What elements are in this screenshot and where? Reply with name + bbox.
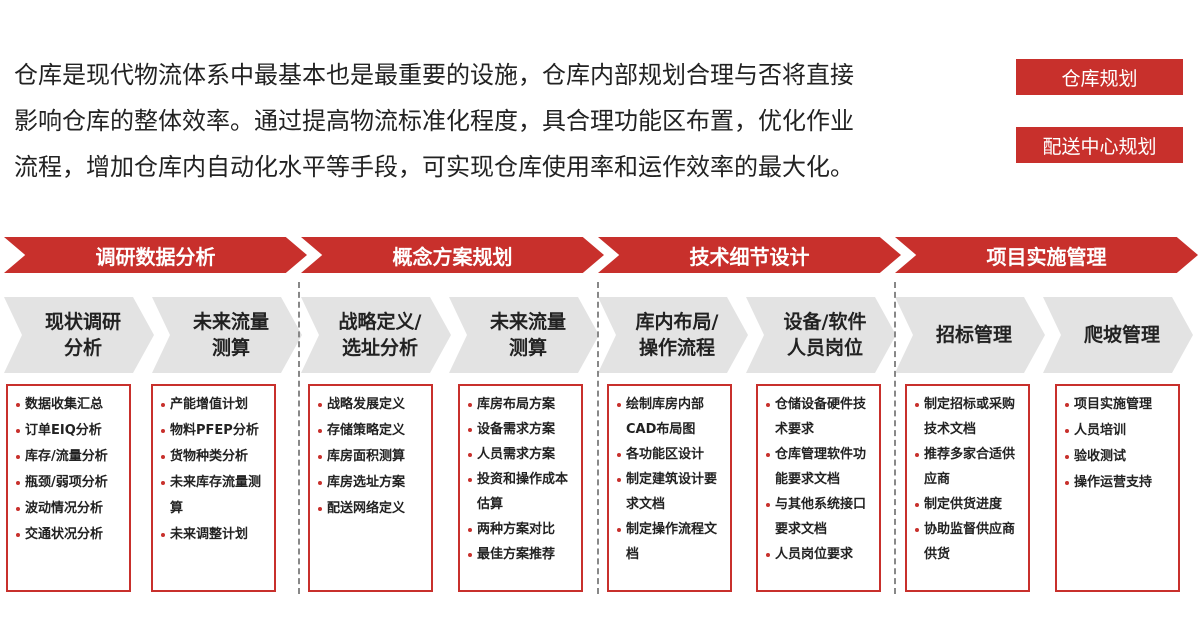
task-item: 战略发展定义 [318, 392, 425, 418]
task-item: 制定操作流程文档 [617, 517, 724, 567]
task-box-layout-process: 绘制库房内部CAD布局图 各功能区设计 制定建筑设计要求文档 制定操作流程文档 [607, 384, 732, 592]
step-tender: 招标管理 [895, 297, 1045, 373]
task-item: 制定建筑设计要求文档 [617, 467, 724, 517]
task-item: 物料PFEP分析 [161, 418, 268, 444]
phase-divider [597, 282, 599, 594]
task-item: 存储策略定义 [318, 418, 425, 444]
task-item: 与其他系统接口要求文档 [766, 492, 873, 542]
task-item: 交通状况分析 [16, 522, 123, 548]
task-item: 波动情况分析 [16, 496, 123, 522]
step-strategy-site: 战略定义/ 选址分析 [301, 297, 451, 373]
task-box-equipment-staff: 仓储设备硬件技术要求 仓库管理软件功能要求文档 与其他系统接口要求文档 人员岗位… [756, 384, 881, 592]
step-equipment-staff: 设备/软件 人员岗位 [746, 297, 896, 373]
phase-implementation: 项目实施管理 [895, 237, 1198, 273]
task-item: 货物种类分析 [161, 444, 268, 470]
task-item: 各功能区设计 [617, 442, 724, 467]
task-item: 订单EIQ分析 [16, 418, 123, 444]
task-item: 仓储设备硬件技术要求 [766, 392, 873, 442]
phase-divider [298, 282, 300, 594]
intro-line: 流程，增加仓库内自动化水平等手段，可实现仓库使用率和运作效率的最大化。 [14, 153, 854, 181]
step-ramp-up: 爬坡管理 [1043, 297, 1193, 373]
step-future-flow-2: 未来流量 测算 [449, 297, 599, 373]
task-item: 两种方案对比 [468, 517, 575, 542]
tag-distribution-center-planning: 配送中心规划 [1016, 127, 1183, 163]
intro-paragraph: 仓库是现代物流体系中最基本也是最重要的设施，仓库内部规划合理与否将直接 影响仓库… [14, 52, 994, 190]
phase-concept-planning: 概念方案规划 [301, 237, 604, 273]
task-item: 验收测试 [1065, 444, 1172, 470]
task-item: 配送网络定义 [318, 496, 425, 522]
phase-technical-design: 技术细节设计 [598, 237, 901, 273]
task-box-future-flow: 产能增值计划 物料PFEP分析 货物种类分析 未来库存流量测算 未来调整计划 [151, 384, 276, 592]
task-item: 人员培训 [1065, 418, 1172, 444]
task-item: 仓库管理软件功能要求文档 [766, 442, 873, 492]
step-label: 设备/软件 人员岗位 [783, 311, 867, 359]
task-item: 推荐多家合适供应商 [915, 442, 1022, 492]
task-item: 制定招标或采购技术文档 [915, 392, 1022, 442]
tag-warehouse-planning: 仓库规划 [1016, 59, 1183, 95]
task-item: 库房面积测算 [318, 444, 425, 470]
step-label: 库内布局/ 操作流程 [635, 311, 719, 359]
task-item: 库房选址方案 [318, 470, 425, 496]
step-label: 爬坡管理 [1083, 324, 1160, 346]
intro-line: 仓库是现代物流体系中最基本也是最重要的设施，仓库内部规划合理与否将直接 [14, 61, 854, 89]
task-item: 最佳方案推荐 [468, 542, 575, 567]
task-box-future-flow-2: 库房布局方案 设备需求方案 人员需求方案 投资和操作成本估算 两种方案对比 最佳… [458, 384, 583, 592]
step-layout-process: 库内布局/ 操作流程 [598, 297, 748, 373]
task-item: 库存/流量分析 [16, 444, 123, 470]
step-future-flow: 未来流量 测算 [152, 297, 302, 373]
task-item: 投资和操作成本估算 [468, 467, 575, 517]
step-label: 未来流量 测算 [192, 311, 269, 359]
task-box-ramp-up: 项目实施管理 人员培训 验收测试 操作运营支持 [1055, 384, 1180, 592]
task-item: 数据收集汇总 [16, 392, 123, 418]
task-item: 操作运营支持 [1065, 470, 1172, 496]
task-item: 设备需求方案 [468, 417, 575, 442]
task-item: 制定供货进度 [915, 492, 1022, 517]
task-item: 人员岗位要求 [766, 542, 873, 567]
task-item: 瓶颈/弱项分析 [16, 470, 123, 496]
phase-divider [894, 282, 896, 594]
step-label: 未来流量 测算 [489, 311, 566, 359]
task-item: 项目实施管理 [1065, 392, 1172, 418]
task-item: 未来调整计划 [161, 522, 268, 548]
task-box-current-analysis: 数据收集汇总 订单EIQ分析 库存/流量分析 瓶颈/弱项分析 波动情况分析 交通… [6, 384, 131, 592]
task-box-strategy-site: 战略发展定义 存储策略定义 库房面积测算 库房选址方案 配送网络定义 [308, 384, 433, 592]
task-item: 未来库存流量测算 [161, 470, 268, 522]
task-item: 协助监督供应商供货 [915, 517, 1022, 567]
task-box-tender: 制定招标或采购技术文档 推荐多家合适供应商 制定供货进度 协助监督供应商供货 [905, 384, 1030, 592]
intro-line: 影响仓库的整体效率。通过提高物流标准化程度，具合理功能区布置，优化作业 [14, 107, 854, 135]
step-label: 现状调研 分析 [44, 311, 121, 359]
task-item: 产能增值计划 [161, 392, 268, 418]
step-label: 招标管理 [935, 324, 1012, 346]
task-item: 库房布局方案 [468, 392, 575, 417]
task-item: 绘制库房内部CAD布局图 [617, 392, 724, 442]
step-current-analysis: 现状调研 分析 [4, 297, 154, 373]
phase-research-analysis: 调研数据分析 [4, 237, 307, 273]
step-label: 战略定义/ 选址分析 [338, 311, 422, 359]
task-item: 人员需求方案 [468, 442, 575, 467]
